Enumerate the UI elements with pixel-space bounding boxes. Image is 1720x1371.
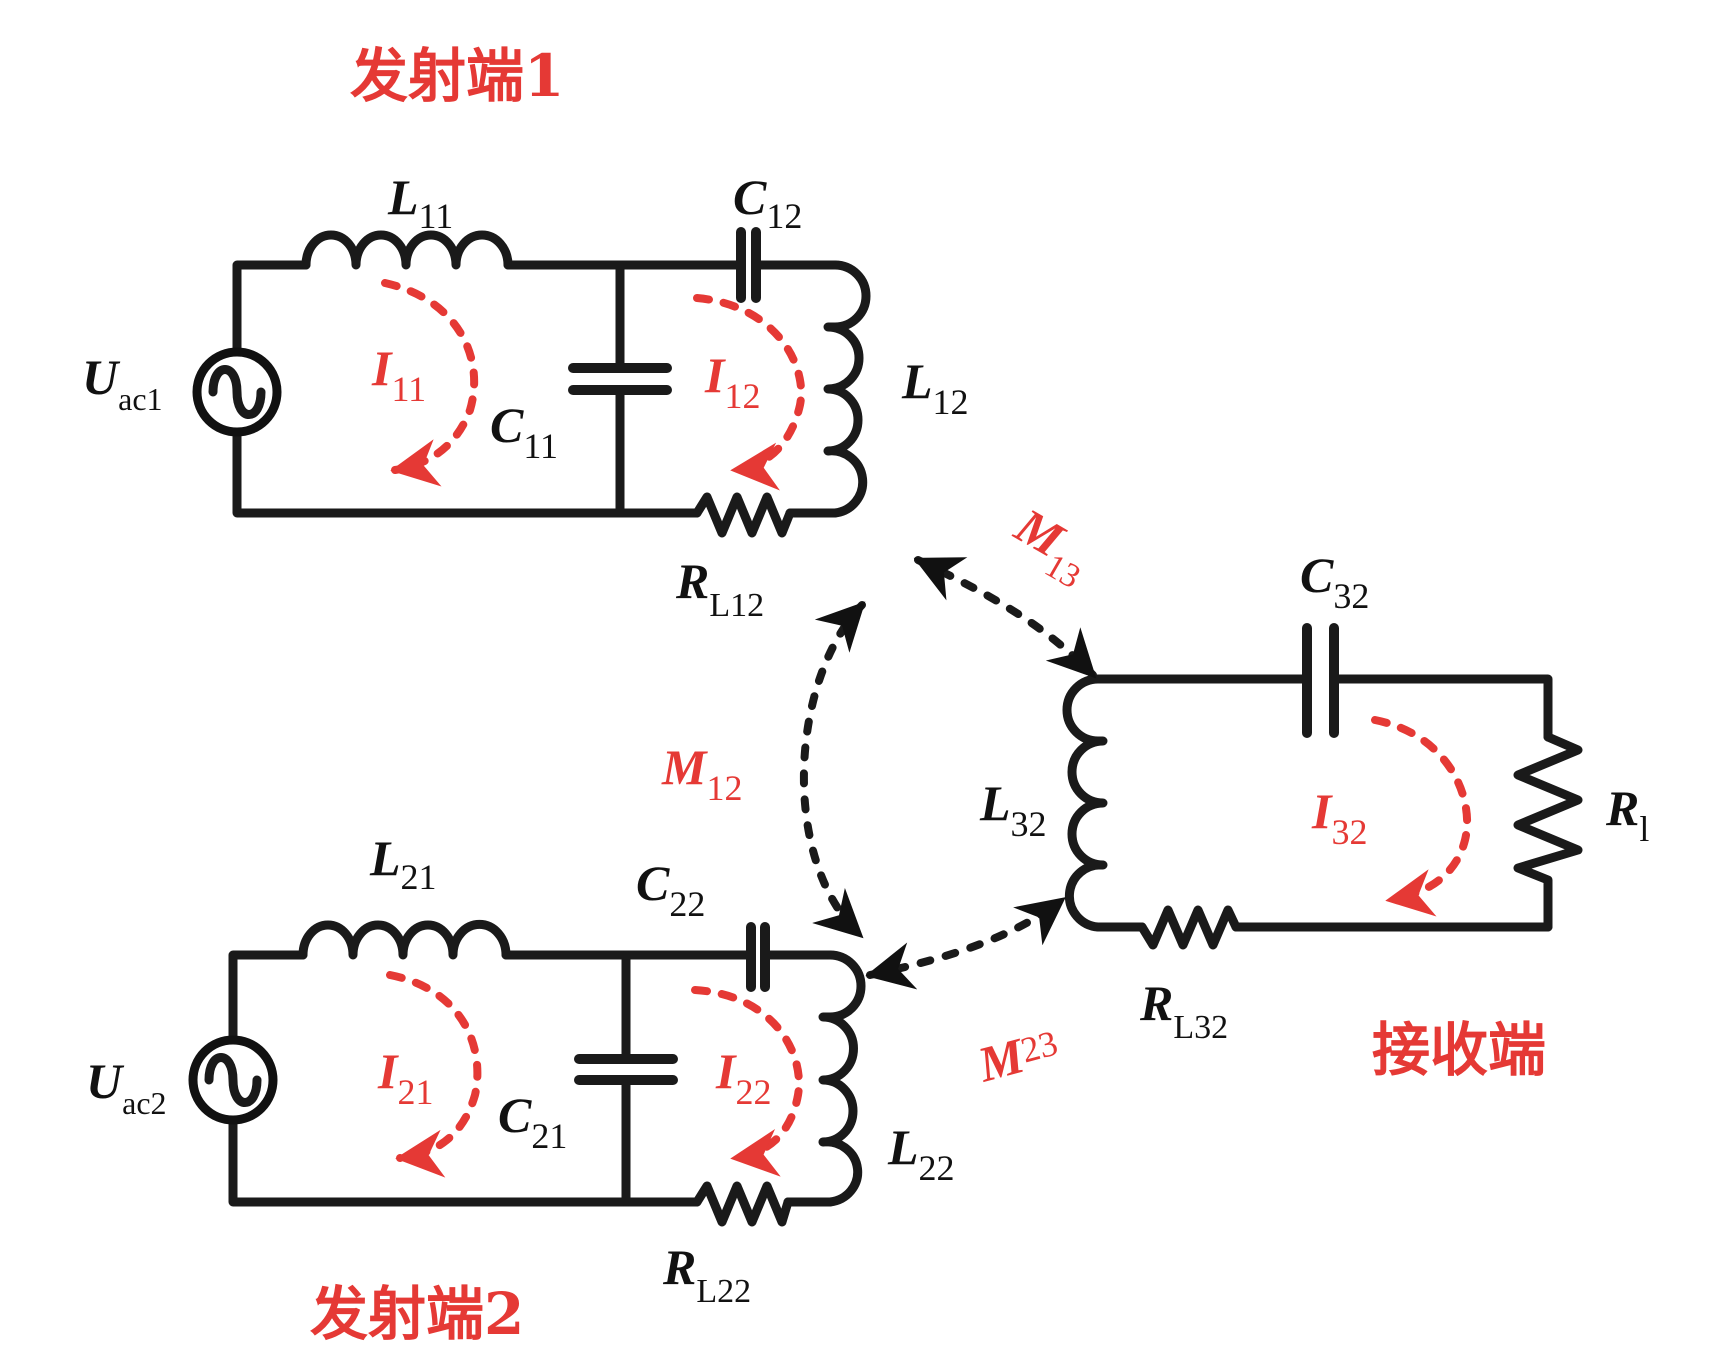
label-M23: M23 bbox=[971, 1018, 1064, 1093]
rx-top-wire bbox=[1093, 674, 1553, 742]
t1-current-loop-I11 bbox=[381, 279, 479, 487]
t2-current-loop-I21 bbox=[386, 971, 482, 1178]
label-L12: L12 bbox=[901, 353, 969, 422]
label-Uac1: Uac1 bbox=[82, 349, 163, 417]
label-I22: I22 bbox=[715, 1043, 771, 1112]
sine-wave-icon bbox=[204, 1053, 262, 1107]
rx-inductor-L32 bbox=[1062, 674, 1108, 932]
rx-current-loop-I32 bbox=[1371, 716, 1472, 917]
transmitter2-circuit bbox=[188, 920, 866, 1227]
t1-current-loop-I12 bbox=[693, 294, 806, 491]
sine-wave-icon bbox=[208, 365, 266, 419]
t1-inductor-L12 bbox=[823, 260, 871, 518]
label-L32: L32 bbox=[979, 775, 1047, 844]
coupling-arrow-M13[interactable] bbox=[913, 556, 1097, 679]
label-M12: M12 bbox=[661, 739, 742, 808]
label-RL32: RL32 bbox=[1139, 975, 1228, 1046]
label-L21: L21 bbox=[369, 830, 437, 897]
t2-current-loop-I22 bbox=[691, 986, 803, 1177]
t1-capacitor-C11 bbox=[568, 363, 672, 395]
label-L11: L11 bbox=[387, 169, 453, 236]
label-Uac2: Uac2 bbox=[86, 1053, 167, 1121]
t2-inductor-L22 bbox=[818, 950, 866, 1207]
transmitter1-circuit bbox=[192, 227, 871, 538]
receiver-circuit bbox=[1062, 623, 1583, 950]
label-RL12: RL12 bbox=[675, 553, 764, 624]
label-C22: C22 bbox=[636, 855, 705, 924]
label-L22: L22 bbox=[887, 1119, 955, 1188]
t2-left-wire bbox=[228, 950, 702, 1207]
label-C32: C32 bbox=[1300, 547, 1369, 616]
receiver-title: 接收端 bbox=[1372, 1016, 1546, 1084]
label-Rl: Rl bbox=[1605, 780, 1649, 849]
rx-capacitor-C32 bbox=[1302, 623, 1339, 738]
coupling-arrow-M12[interactable] bbox=[800, 601, 866, 939]
t2-capacitor-C22 bbox=[746, 922, 770, 992]
t1-left-wire bbox=[232, 260, 702, 518]
label-M13: M13 bbox=[999, 497, 1102, 596]
coupling-arrow-M23[interactable] bbox=[865, 896, 1066, 990]
transmitter1-title: 发射端1 bbox=[350, 42, 564, 110]
label-C21: C21 bbox=[498, 1087, 567, 1156]
t1-resistor-RL12 bbox=[692, 492, 795, 538]
t1-inductor-L11 bbox=[301, 230, 513, 270]
rx-resistor-RL32 bbox=[1137, 905, 1241, 950]
t2-inductor-L21 bbox=[298, 920, 511, 960]
t2-resistor-RL22 bbox=[692, 1181, 793, 1227]
label-RL22: RL22 bbox=[662, 1239, 751, 1310]
label-I21: I21 bbox=[377, 1043, 433, 1112]
label-C12: C12 bbox=[733, 169, 802, 236]
t1-capacitor-C12 bbox=[736, 227, 761, 303]
label-I11: I11 bbox=[371, 340, 426, 409]
label-C11: C11 bbox=[490, 397, 558, 466]
t2-capacitor-C21 bbox=[574, 1054, 678, 1085]
label-I32: I32 bbox=[1311, 783, 1367, 852]
transmitter2-title: 发射端2 bbox=[310, 1280, 524, 1348]
label-I12: I12 bbox=[704, 347, 760, 416]
rx-resistor-Rl bbox=[1513, 732, 1583, 932]
